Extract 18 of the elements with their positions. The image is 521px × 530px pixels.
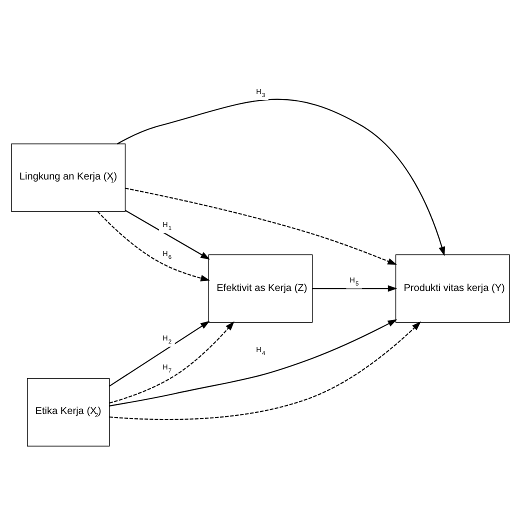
edge-label: H$_{4}$ [256,344,266,357]
arrow [109,320,234,404]
arrow [109,320,210,386]
node-box: Efektivit as Kerja (Z) [208,254,313,322]
arrow [109,318,398,406]
edge-label: H$_{3}$ [256,86,266,98]
edge-label: H$_{1}$ [162,220,172,232]
arrow [97,210,210,281]
node-box: Produkti vitas kerja (Y) [395,254,510,322]
arrow [312,284,398,292]
arrow [125,187,398,264]
edge-label: H$_{2}$ [162,333,172,346]
edge-label: H$_{5}$ [350,274,359,287]
arrow [116,98,446,256]
arrow [109,320,422,420]
arrow [125,209,210,260]
edge-label: H$_{6}$ [162,248,172,260]
edge-label: H$_{7}$ [162,362,172,374]
